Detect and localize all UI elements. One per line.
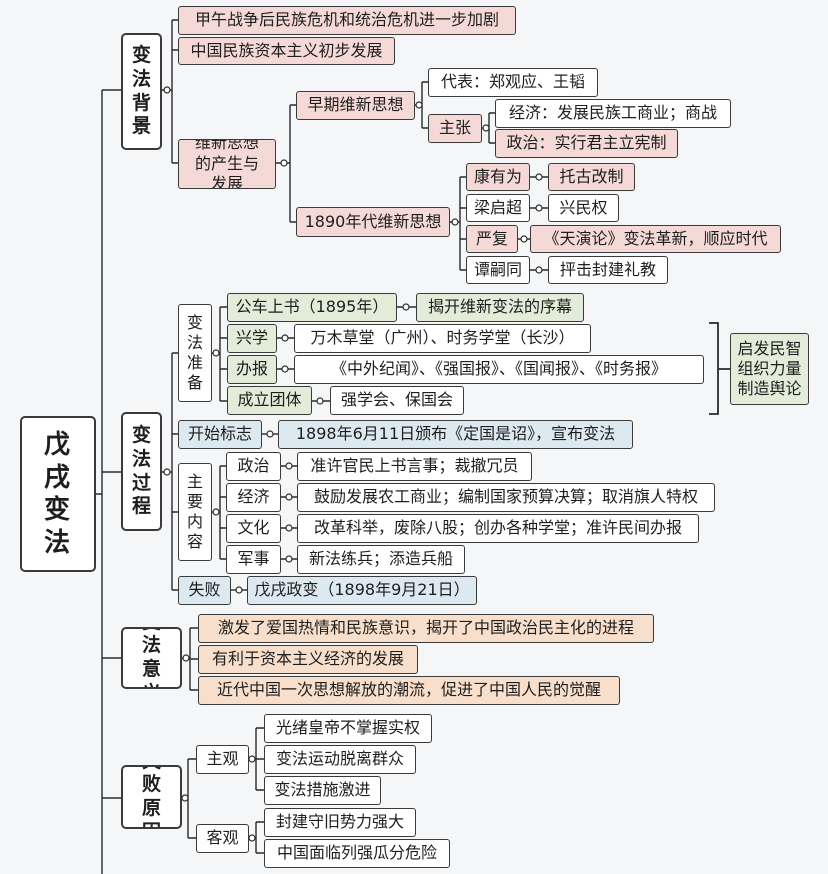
objective-item-1: 封建守旧势力强大 [264,808,416,837]
section-background[interactable]: 变法背景 [121,33,162,150]
prep-purpose-note: 启发民智组织力量制造舆论 [730,333,809,405]
section-significance[interactable]: 变法意义 [121,627,182,689]
idea-yan-fu: 《天演论》变法革新，顺应时代 [530,225,781,253]
prep-gongche-detail: 揭开维新变法的序幕 [416,293,584,322]
significance-item-2: 有利于资本主义经济的发展 [198,645,418,674]
person-yan-fu[interactable]: 严复 [466,225,518,253]
prep-school-detail: 万木草堂（广州）、时务学堂（长沙） [294,324,591,353]
content-politics[interactable]: 政治 [226,452,281,481]
content-politics-detail: 准许官民上书言事；裁撤冗员 [297,452,532,481]
failure-detail: 戊戌政变（1898年9月21日） [247,576,477,605]
content-economy-detail: 鼓励发展农工商业；编制国家预算决算；取消旗人特权 [297,483,715,512]
background-item-2: 中国民族资本主义初步发展 [178,37,395,65]
subjective-item-1: 光绪皇帝不掌握实权 [264,714,432,743]
objective-item-2: 中国面临列强瓜分危险 [264,839,450,868]
significance-item-1: 激发了爱国热情和民族意识，揭开了中国政治民主化的进程 [198,614,654,643]
failure-node[interactable]: 失败 [178,576,231,605]
content-economy[interactable]: 经济 [226,483,281,512]
content-military[interactable]: 军事 [226,545,281,574]
subjective-node[interactable]: 主观 [196,745,249,774]
late-thought-node[interactable]: 1890年代维新思想 [296,207,450,237]
person-kang-youwei[interactable]: 康有为 [466,163,530,191]
prep-societies-detail: 强学会、保国会 [330,386,464,415]
prep-node[interactable]: 变法准备 [178,304,212,402]
start-node[interactable]: 开始标志 [178,420,262,449]
early-claim-node[interactable]: 主张 [428,114,482,143]
content-culture[interactable]: 文化 [226,514,281,543]
content-culture-detail: 改革科举，废除八股；创办各种学堂；准许民间办报 [297,514,699,543]
early-representatives: 代表：郑观应、王韬 [428,68,598,97]
thought-node[interactable]: 维新思想的产生与发展 [178,139,276,189]
root-node[interactable]: 戊戌变法 [20,416,96,572]
prep-newspaper[interactable]: 办报 [227,355,277,384]
significance-item-3: 近代中国一次思想解放的潮流，促进了中国人民的觉醒 [198,676,620,705]
prep-newspaper-detail: 《中外纪闻》、《强国报》、《国闻报》、《时务报》 [294,355,704,384]
objective-node[interactable]: 客观 [196,824,249,853]
person-tan-sitong[interactable]: 谭嗣同 [466,256,530,284]
section-process[interactable]: 变法过程 [121,412,162,531]
content-military-detail: 新法练兵；添造兵船 [297,545,465,574]
prep-gongche[interactable]: 公车上书（1895年） [227,293,397,322]
person-liang-qichao[interactable]: 梁启超 [466,194,530,222]
section-failure-reasons[interactable]: 失败原因 [121,765,182,829]
claim-politics: 政治：实行君主立宪制 [495,129,678,158]
prep-school[interactable]: 兴学 [227,324,277,353]
idea-liang-qichao: 兴民权 [548,194,619,222]
subjective-item-2: 变法运动脱离群众 [264,745,416,774]
idea-kang-youwei: 托古改制 [548,163,635,191]
background-item-1: 甲午战争后民族危机和统治危机进一步加剧 [178,6,516,35]
subjective-item-3: 变法措施激进 [264,776,381,805]
prep-societies[interactable]: 成立团体 [227,386,312,415]
start-detail: 1898年6月11日颁布《定国是诏》，宣布变法 [278,420,633,449]
claim-economy: 经济：发展民族工商业；商战 [495,99,731,128]
idea-tan-sitong: 抨击封建礼教 [548,256,668,284]
content-node[interactable]: 主要内容 [178,463,212,561]
early-thought-node[interactable]: 早期维新思想 [296,91,415,120]
